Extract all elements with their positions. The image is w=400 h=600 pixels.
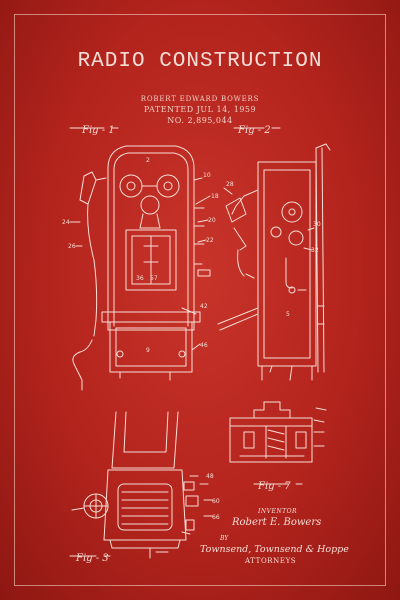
callout-22: 22 [206, 237, 214, 244]
callout-10: 10 [203, 172, 211, 179]
callout-9: 9 [146, 347, 150, 354]
inventor-name: ROBERT EDWARD BOWERS [140, 95, 260, 103]
callout-57: 57 [150, 275, 158, 282]
figure-label-1: Fig - 1 [81, 125, 115, 136]
callout-18: 18 [211, 193, 219, 200]
callout-5: 5 [286, 311, 290, 318]
callout-32: 32 [311, 247, 319, 254]
figure-label-3: Fig - 3 [75, 553, 109, 564]
inventor-label: INVENTOR [258, 508, 298, 515]
callout-26: 26 [68, 243, 76, 250]
figure-3-drawing [69, 411, 213, 559]
callout-20: 20 [208, 217, 216, 224]
inventor-signature: Robert E. Bowers [232, 517, 322, 528]
figure-2-drawing [217, 127, 331, 381]
figure-label-2: Fig - 2 [237, 125, 271, 136]
callout-30: 30 [313, 221, 321, 228]
callout-36: 36 [136, 275, 144, 282]
callout-60: 60 [212, 498, 220, 505]
by-label: BY [220, 535, 229, 542]
attorneys-label: ATTORNEYS [245, 557, 297, 565]
patent-number: NO. 2,895,044 [167, 116, 233, 125]
callout-2: 2 [146, 157, 150, 164]
callout-28: 28 [226, 181, 234, 188]
callout-24: 24 [62, 219, 70, 226]
attorney-signature: Townsend, Townsend & Hoppe [200, 544, 349, 555]
callout-42: 42 [200, 303, 208, 310]
callout-66: 66 [212, 514, 220, 521]
poster-frame [14, 14, 386, 586]
figure-label-7: Fig - 7 [257, 481, 291, 492]
figure-7-drawing [229, 401, 327, 485]
callout-46: 46 [200, 342, 208, 349]
poster-title: RADIO CONSTRUCTION [77, 50, 323, 73]
callout-48: 48 [206, 473, 214, 480]
patent-date: PATENTED JUL 14, 1959 [143, 105, 257, 114]
figure-1-drawing [69, 127, 211, 391]
